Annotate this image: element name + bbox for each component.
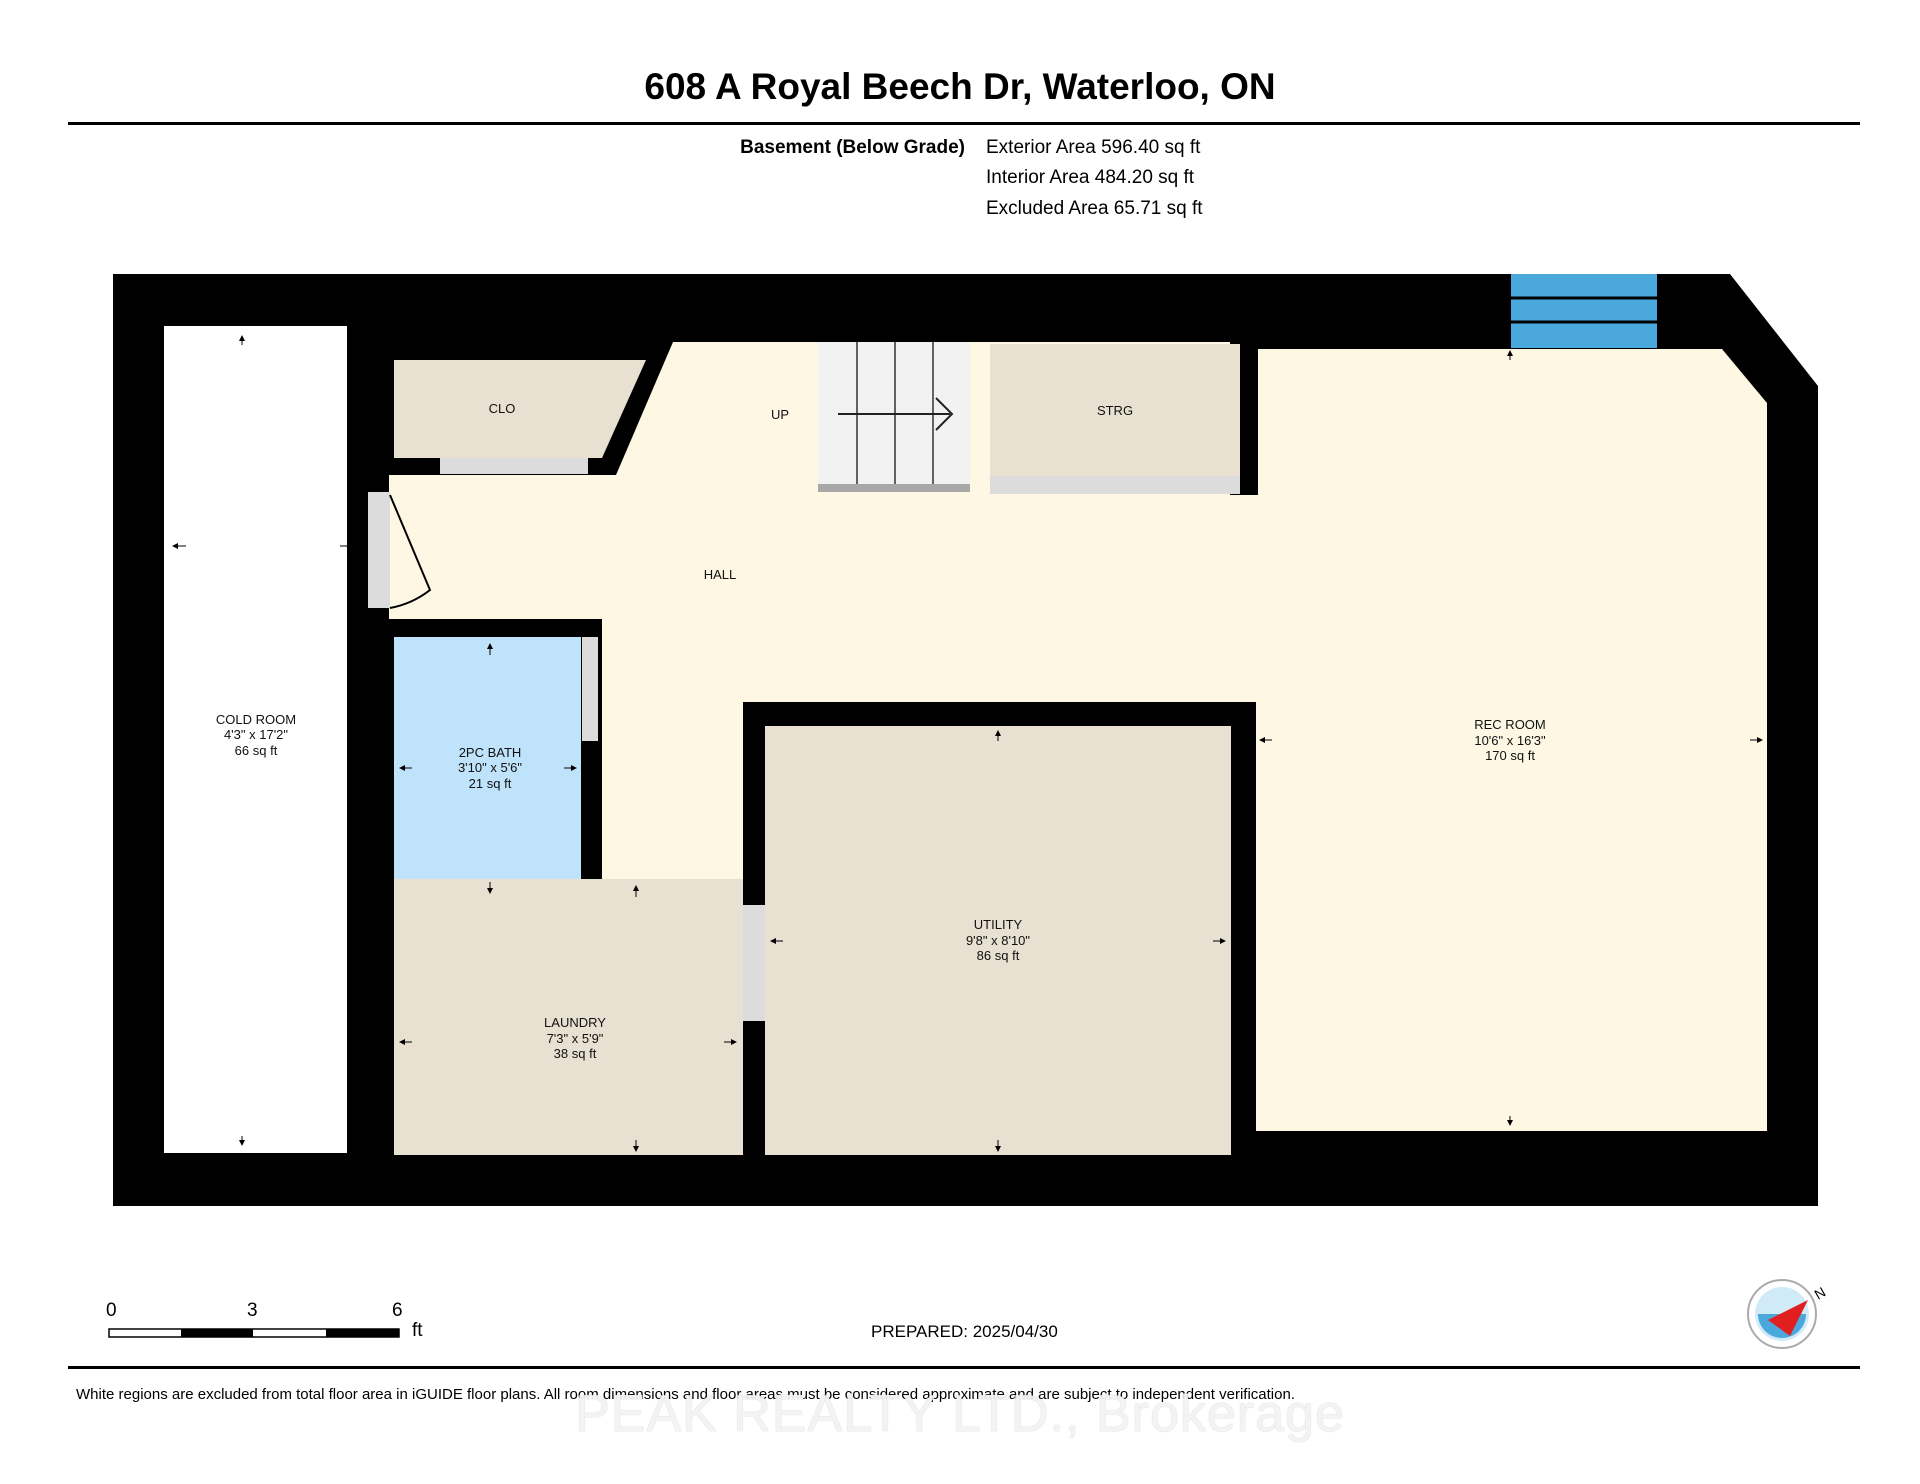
hall-label: HALL (704, 567, 737, 582)
bath-dims: 3'10" x 5'6" (458, 760, 522, 775)
rec-room-dims: 10'6" x 16'3" (1474, 733, 1546, 748)
scale-unit: ft (412, 1320, 423, 1341)
plan-title: 608 A Royal Beech Dr, Waterloo, ON (644, 66, 1276, 107)
door-swing (389, 494, 432, 609)
excluded-area: Excluded Area 65.71 sq ft (986, 198, 1203, 219)
rec-room-area-text: 170 sq ft (1485, 748, 1535, 763)
strg-area (990, 344, 1240, 476)
cold-room-name: COLD ROOM (216, 712, 296, 727)
stair-arrow (838, 397, 954, 431)
level-label: Basement (Below Grade) (740, 137, 965, 158)
scale-bar (108, 1328, 400, 1338)
utility-dims: 9'8" x 8'10" (966, 933, 1030, 948)
clo-label: CLO (489, 401, 516, 416)
exterior-area: Exterior Area 596.40 sq ft (986, 137, 1201, 158)
laundry-area (394, 879, 743, 1155)
compass-icon (1747, 1279, 1817, 1349)
stairs (818, 342, 970, 490)
bath-name: 2PC BATH (459, 745, 522, 760)
stair-treads (856, 342, 934, 490)
bath-area-text: 21 sq ft (469, 776, 512, 791)
compass-north-label: N (1812, 1284, 1829, 1303)
prepared-date: PREPARED: 2025/04/30 (871, 1322, 1058, 1341)
scale-tick-6: 6 (392, 1300, 403, 1321)
utility-area-text: 86 sq ft (977, 948, 1020, 963)
header-rule (68, 122, 1860, 125)
cold-room-dims: 4'3" x 17'2" (224, 727, 288, 742)
utility-name: UTILITY (974, 917, 1023, 932)
footer-disclaimer: White regions are excluded from total fl… (76, 1386, 1295, 1403)
laundry-dims: 7'3" x 5'9" (547, 1031, 604, 1046)
bath-area (394, 637, 581, 900)
strg-label: STRG (1097, 403, 1133, 418)
cold-room-area (164, 326, 347, 1153)
scale-tick-0: 0 (106, 1300, 117, 1321)
cold-room-area-text: 66 sq ft (235, 743, 278, 758)
footer-rule (68, 1366, 1860, 1369)
utility-area (765, 726, 1231, 1155)
laundry-name: LAUNDRY (544, 1015, 606, 1030)
interior-area: Interior Area 484.20 sq ft (986, 167, 1195, 188)
rec-room-area (1256, 702, 1767, 1131)
up-label: UP (771, 407, 789, 422)
rec-room-name: REC ROOM (1474, 717, 1546, 732)
dimension-arrows (172, 335, 1763, 1152)
window (1511, 274, 1657, 348)
laundry-area-text: 38 sq ft (554, 1046, 597, 1061)
scale-tick-3: 3 (247, 1300, 258, 1321)
watermark: PEAK REALTY LTD., Brokerage (575, 1385, 1345, 1443)
clo-area (394, 360, 646, 458)
